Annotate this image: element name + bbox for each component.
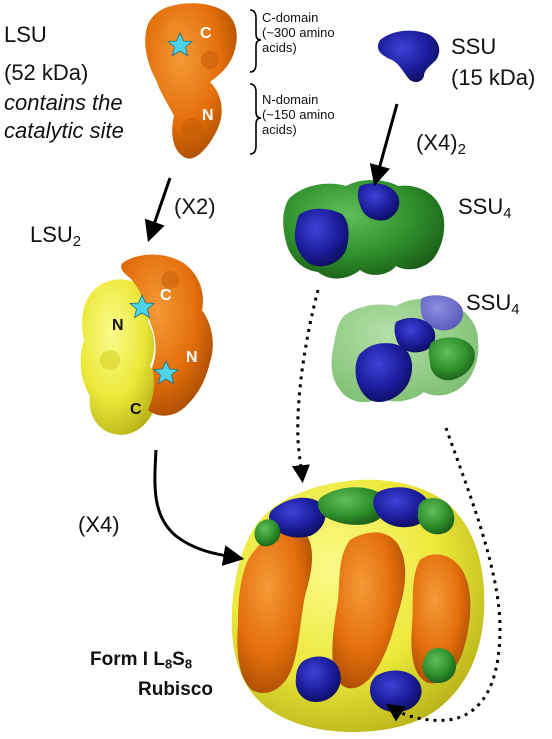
ssu4-top-title: SSU4 — [458, 194, 512, 223]
step-x4-squared-label: (X4)2 — [416, 130, 466, 159]
ssu4-top-surface — [283, 180, 445, 279]
lsu2-n-label-2: N — [186, 349, 198, 366]
assembly-arrows — [144, 103, 399, 566]
step-x4-label: (X4) — [78, 512, 120, 537]
c-domain-caption: C-domain (~300 amino acids) — [262, 10, 335, 55]
lsu2-n-label-1: N — [112, 317, 124, 334]
star-icon — [152, 360, 180, 385]
lsu-name: LSU — [4, 22, 47, 47]
lsu-monomer-surface — [145, 3, 237, 159]
lsu-n-domain-label: N — [202, 107, 214, 124]
final-title-line2: Rubisco — [138, 679, 213, 700]
ssu4-bottom-surface — [331, 295, 479, 403]
ssu-name: SSU — [451, 34, 497, 59]
ssu-monomer-surface — [377, 30, 440, 83]
lsu-note-line2: catalytic site — [4, 118, 124, 143]
dotted-arrows — [291, 289, 502, 722]
rubisco-l8s8-surface — [231, 479, 485, 732]
star-icon — [166, 32, 194, 57]
domain-braces — [249, 9, 262, 155]
n-domain-caption: N-domain (~150 amino acids) — [262, 92, 335, 137]
star-icon — [128, 294, 156, 319]
lsu-mass: (52 kDa) — [4, 60, 89, 85]
lsu2-c-label-1: C — [160, 287, 172, 304]
lsu-c-domain-label: C — [200, 25, 212, 42]
lsu2-title: LSU2 — [30, 222, 82, 251]
lsu-note-line1: contains the — [4, 90, 123, 115]
active-site-star-icons — [128, 32, 194, 385]
final-title-line1: Form I L8S8 — [90, 649, 193, 672]
lsu2-dimer-surface — [80, 254, 213, 435]
step-x2-label: (X2) — [174, 194, 216, 219]
ssu4-bottom-title: SSU4 — [466, 290, 520, 319]
lsu2-c-label-2: C — [130, 401, 142, 418]
ssu-mass: (15 kDa) — [451, 65, 536, 90]
